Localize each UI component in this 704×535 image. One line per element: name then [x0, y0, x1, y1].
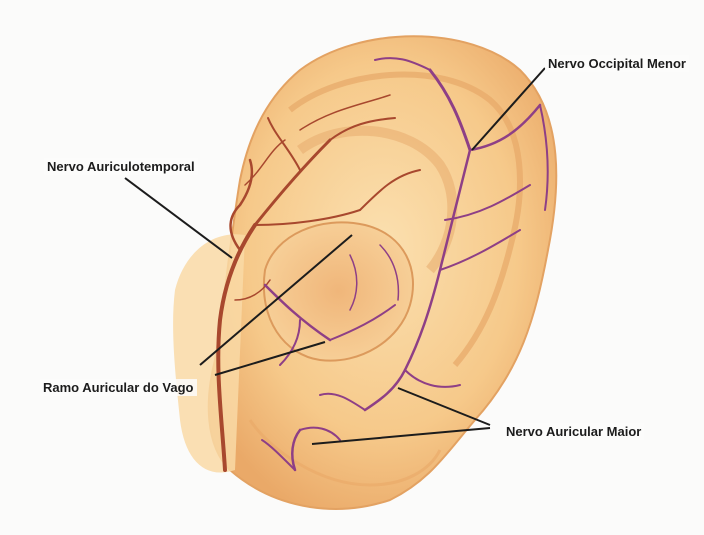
label-nervo-auricular-maior: Nervo Auricular Maior [503, 423, 644, 440]
label-ramo-auricular-do-vago: Ramo Auricular do Vago [40, 379, 197, 396]
label-nervo-occipital-menor: Nervo Occipital Menor [545, 55, 689, 72]
leader-auriculotemporal [125, 178, 232, 258]
label-nervo-auriculotemporal: Nervo Auriculotemporal [44, 158, 198, 175]
face-backdrop [173, 234, 245, 472]
